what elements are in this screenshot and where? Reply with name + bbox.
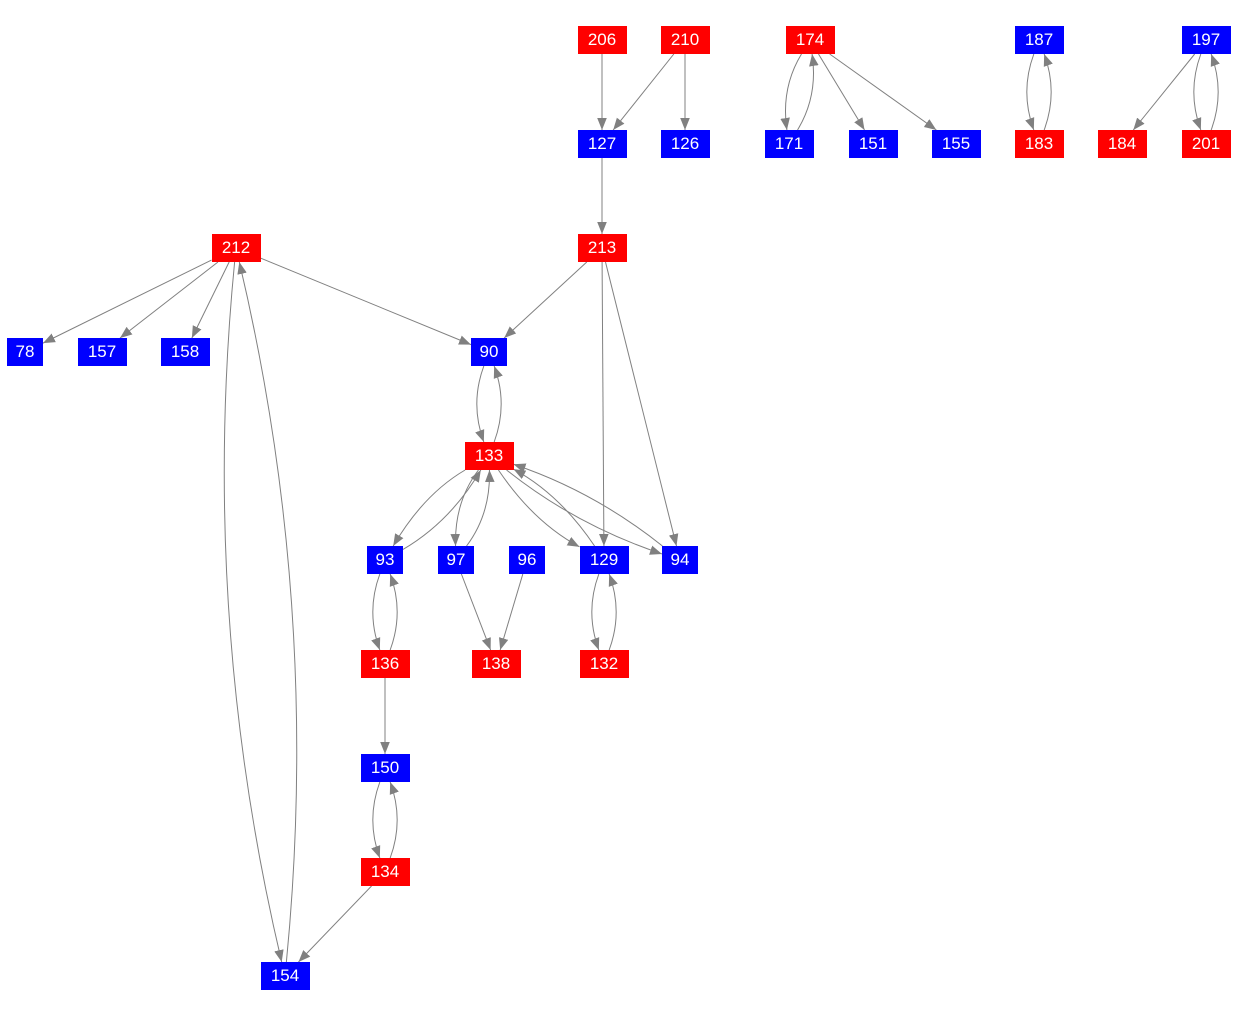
edge-134-to-150 <box>389 781 399 859</box>
edge-97-to-133 <box>466 469 495 547</box>
edge-154-to-212 <box>237 261 298 963</box>
node-158[interactable]: 158 <box>160 338 210 366</box>
edge-213-to-129 <box>599 261 609 547</box>
edge-197-to-184 <box>1132 53 1196 131</box>
edge-133-to-90 <box>493 365 503 443</box>
edge-213-to-90 <box>503 261 588 339</box>
edge-183-to-187 <box>1043 53 1053 131</box>
node-210[interactable]: 210 <box>660 26 710 54</box>
edge-212-to-78 <box>42 259 212 344</box>
node-183[interactable]: 183 <box>1014 130 1064 158</box>
edge-197-to-201 <box>1192 53 1202 131</box>
node-127[interactable]: 127 <box>577 130 627 158</box>
edge-212-to-154 <box>223 261 284 963</box>
node-155[interactable]: 155 <box>931 130 981 158</box>
edge-134-to-154 <box>298 885 372 963</box>
edge-129-to-133 <box>513 468 595 547</box>
edge-133-to-93 <box>392 469 466 547</box>
edge-129-to-132 <box>590 573 600 651</box>
node-151[interactable]: 151 <box>848 130 898 158</box>
node-132[interactable]: 132 <box>579 650 629 678</box>
node-138[interactable]: 138 <box>471 650 521 678</box>
node-213[interactable]: 213 <box>577 234 627 262</box>
edge-212-to-158 <box>191 261 230 339</box>
node-90[interactable]: 90 <box>471 338 507 366</box>
edge-210-to-127 <box>612 53 675 131</box>
edge-187-to-183 <box>1025 53 1035 131</box>
edge-212-to-157 <box>119 261 219 339</box>
node-136[interactable]: 136 <box>360 650 410 678</box>
edge-174-to-151 <box>818 53 865 131</box>
node-197[interactable]: 197 <box>1181 26 1231 54</box>
edge-94-to-133 <box>513 463 663 547</box>
edge-171-to-174 <box>797 53 819 131</box>
node-201[interactable]: 201 <box>1181 130 1231 158</box>
edge-133-to-94 <box>506 469 663 555</box>
node-212[interactable]: 212 <box>211 234 261 262</box>
node-94[interactable]: 94 <box>662 546 698 574</box>
edge-93-to-133 <box>402 469 482 550</box>
node-78[interactable]: 78 <box>7 338 43 366</box>
node-206[interactable]: 206 <box>577 26 627 54</box>
edge-133-to-97 <box>450 469 479 547</box>
node-154[interactable]: 154 <box>260 962 310 990</box>
edge-201-to-197 <box>1210 53 1220 131</box>
edge-150-to-134 <box>371 781 381 859</box>
edge-97-to-138 <box>460 573 492 651</box>
node-126[interactable]: 126 <box>660 130 710 158</box>
node-174[interactable]: 174 <box>785 26 835 54</box>
node-184[interactable]: 184 <box>1097 130 1147 158</box>
edge-174-to-171 <box>780 53 802 131</box>
edge-212-to-90 <box>260 257 472 346</box>
node-129[interactable]: 129 <box>579 546 629 574</box>
node-134[interactable]: 134 <box>360 858 410 886</box>
node-97[interactable]: 97 <box>438 546 474 574</box>
edge-90-to-133 <box>475 365 485 443</box>
edge-213-to-94 <box>605 261 679 547</box>
edge-136-to-93 <box>389 573 399 651</box>
node-93[interactable]: 93 <box>367 546 403 574</box>
node-187[interactable]: 187 <box>1014 26 1064 54</box>
edge-96-to-138 <box>499 573 524 651</box>
edge-133-to-129 <box>498 469 580 548</box>
edge-132-to-129 <box>608 573 618 651</box>
edge-174-to-155 <box>829 53 937 131</box>
node-171[interactable]: 171 <box>764 130 814 158</box>
node-150[interactable]: 150 <box>360 754 410 782</box>
edge-93-to-136 <box>371 573 381 651</box>
node-157[interactable]: 157 <box>77 338 127 366</box>
node-133[interactable]: 133 <box>464 442 514 470</box>
node-96[interactable]: 96 <box>509 546 545 574</box>
